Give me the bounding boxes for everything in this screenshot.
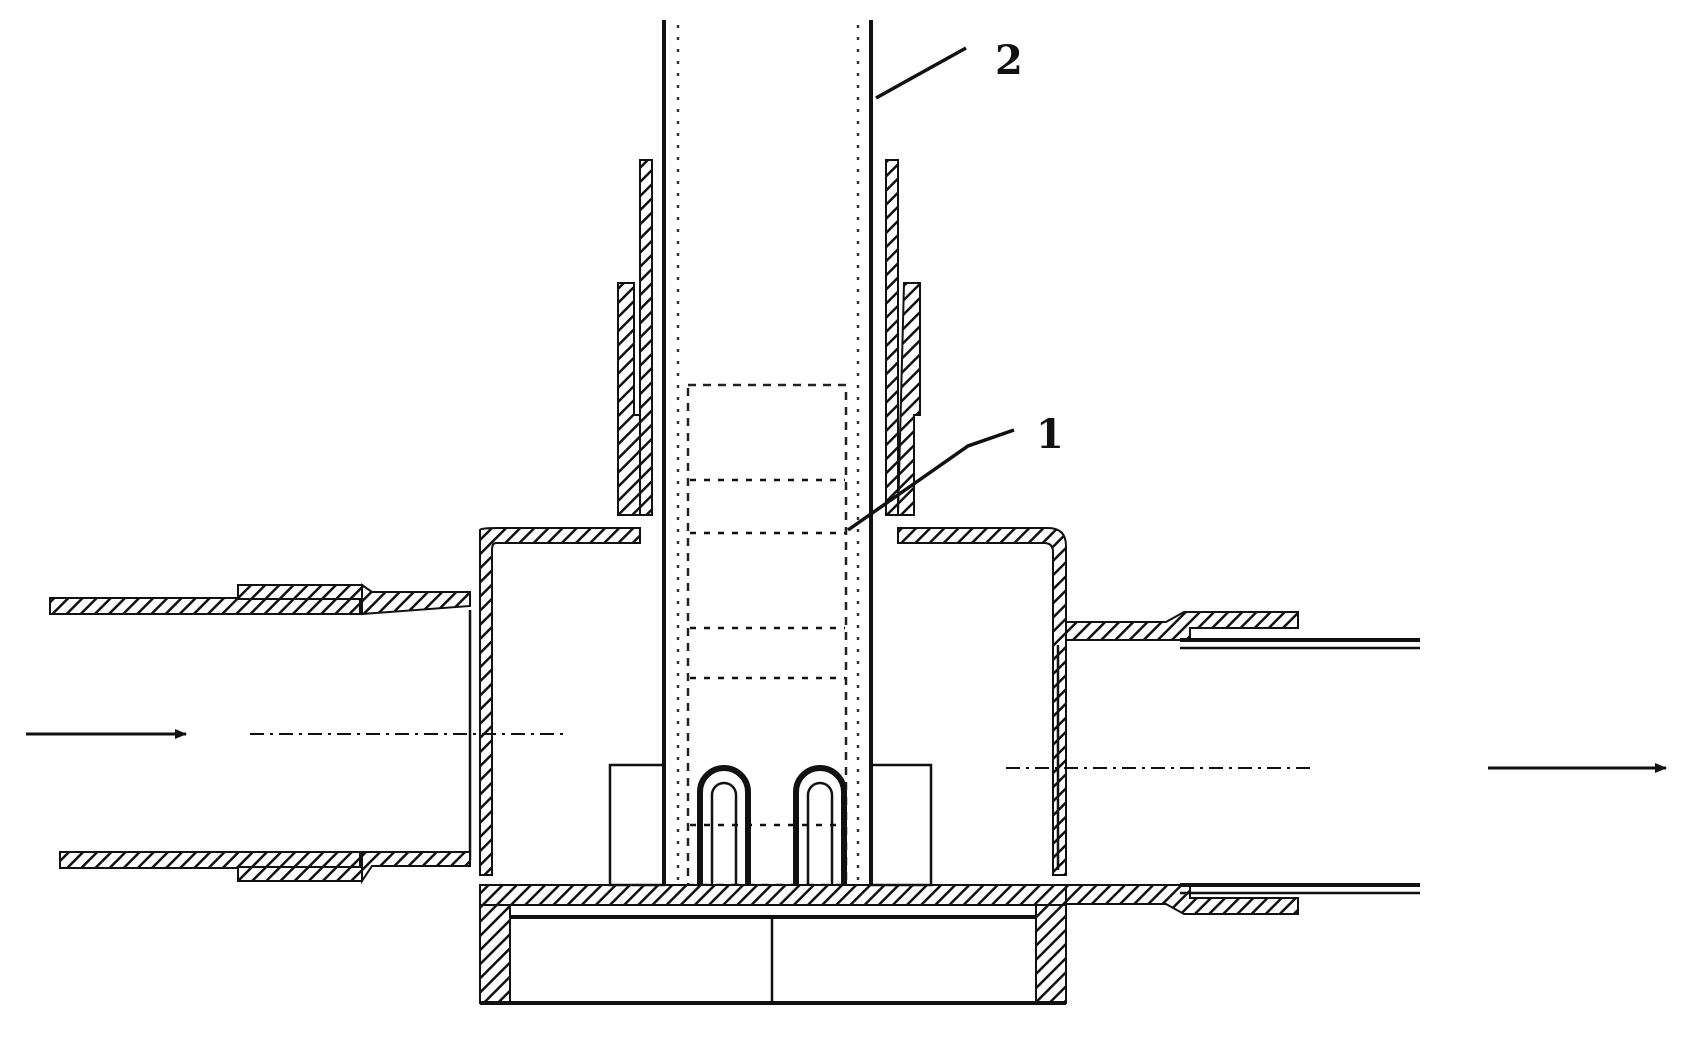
center-lines: [250, 733, 1310, 769]
u-tubes: [697, 765, 847, 885]
outlet-pipe-upper: [1065, 611, 1420, 650]
flow-arrows: [26, 729, 1667, 773]
housing: [468, 527, 1067, 1005]
label-1: 1: [1036, 411, 1064, 458]
outlet-pipe-lower: [1065, 883, 1420, 915]
right-collar: [885, 159, 921, 516]
inlet-pipe-lower: [59, 851, 471, 885]
leader-2: [875, 46, 967, 100]
left-collar: [617, 159, 653, 516]
central-tube: [662, 20, 873, 884]
label-2: 2: [995, 37, 1023, 84]
inlet-pipe-upper: [49, 583, 471, 616]
leader-1: [846, 428, 1015, 532]
inner-blocks: [608, 763, 933, 887]
